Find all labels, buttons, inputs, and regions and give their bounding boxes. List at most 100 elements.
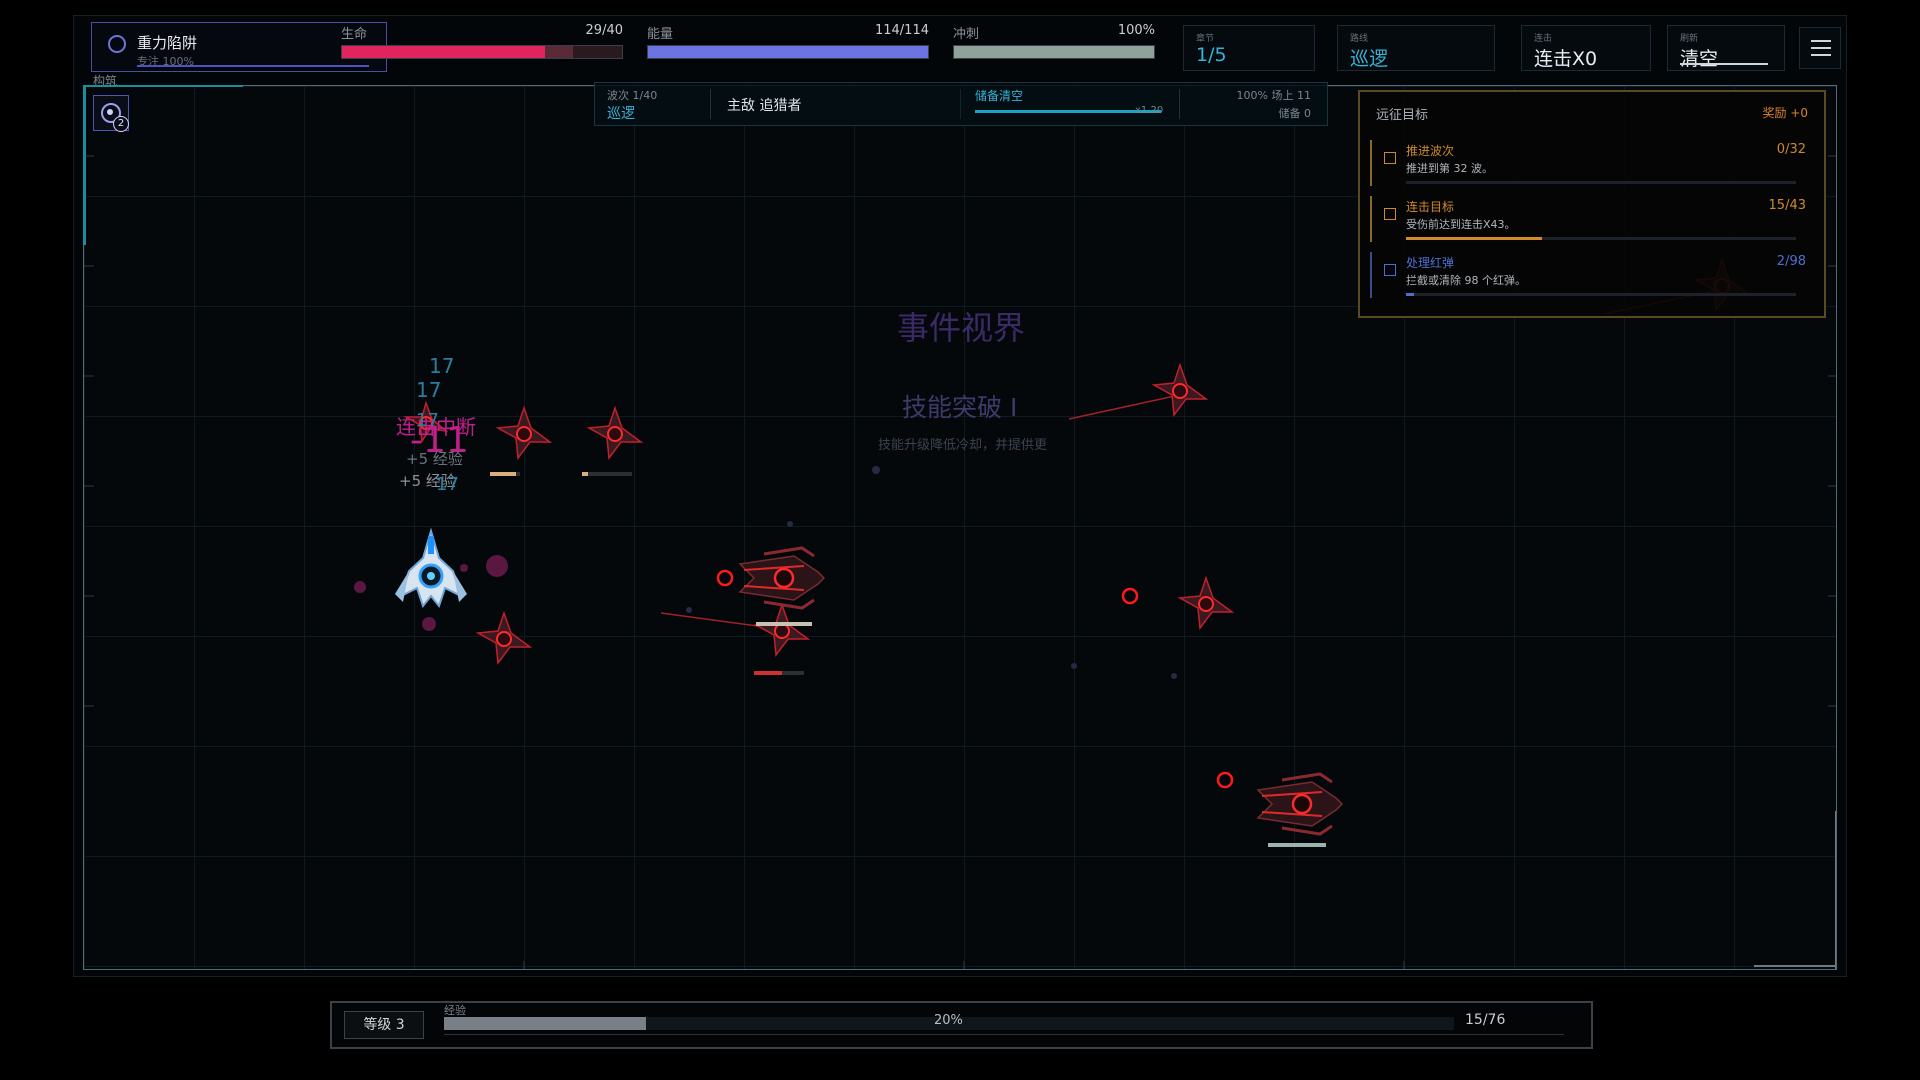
xp-value: 15/76 [1465, 1012, 1506, 1028]
reserve-fill [975, 110, 1161, 113]
xp-percent: 20% [934, 1013, 963, 1028]
enemy-drone-1 [403, 400, 449, 444]
health-fill [342, 46, 545, 58]
health-lag [545, 46, 573, 58]
chapter-value: 1/5 [1196, 44, 1227, 66]
purple-particles [354, 555, 508, 631]
dash-fill [954, 46, 1154, 58]
build-label: 构筑 [93, 74, 118, 88]
energy-track [647, 45, 929, 59]
level-badge: 等级 3 [344, 1011, 424, 1039]
enemy-drone-8 [753, 602, 811, 657]
enemy-drone-3 [586, 405, 644, 460]
route-value: 巡逻 [1350, 48, 1389, 70]
objective-name: 连击目标 [1406, 200, 1455, 214]
xp-track [444, 1017, 1454, 1030]
objectives-title: 远征目标 [1376, 108, 1429, 123]
reserve-status: 储备清空 [975, 89, 1024, 103]
expedition-objectives: 远征目标 奖励 +0 推进波次 推进到第 32 波。 0/32 连击目标 受伤前… [1358, 90, 1826, 318]
arena-top-accent [83, 85, 243, 87]
damage-number: 17 [429, 354, 455, 378]
main-enemy: 主敌 追猎者 [727, 98, 802, 114]
field-count: 100% 场上 11 [1236, 89, 1311, 102]
build-slot[interactable]: 2 [93, 95, 129, 132]
refresh-underline [1680, 63, 1768, 65]
damage-number: 17 [436, 474, 459, 495]
skill-ring-icon [108, 35, 126, 53]
skill-focus: 专注 100% [137, 55, 194, 68]
objective-checkbox [1384, 152, 1396, 164]
health-value: 29/40 [585, 23, 623, 38]
refresh-label: 刷新 [1680, 34, 1699, 44]
reserve-count: 储备 0 [1278, 107, 1312, 120]
red-bullet-3 [1216, 771, 1234, 789]
wave-panel: 波次 1/40 巡逻 主敌 追猎者 储备清空 x1.20 100% 场上 11 … [594, 82, 1328, 126]
dim-particles [686, 466, 1177, 679]
route-label: 路线 [1350, 34, 1369, 44]
combo-value: 连击X0 [1534, 48, 1598, 70]
enemy-drone-5 [1151, 362, 1209, 417]
objective-progress: 15/43 [1768, 198, 1806, 213]
event-title: 事件视界 [897, 309, 1026, 347]
red-bullet-1 [716, 569, 734, 587]
dash-track [953, 45, 1155, 59]
objective-name: 推进波次 [1406, 144, 1455, 158]
energy-label: 能量 [647, 27, 674, 42]
combo-break-text: 连击中断 [396, 415, 476, 439]
enemy-drone-4 [475, 610, 533, 665]
build-count-badge: 2 [113, 116, 129, 132]
drone-3-hp-fill [582, 472, 588, 476]
health-track [341, 45, 623, 59]
combo-label: 连击 [1534, 34, 1553, 44]
player-damage-number: -11 [410, 420, 469, 461]
reserve-track [975, 110, 1161, 113]
objective-checkbox [1384, 208, 1396, 220]
red-bullet-2 [1121, 587, 1139, 605]
arena-left-accent [83, 85, 86, 245]
chaser-ship-2 [1256, 772, 1344, 836]
skill-name: 重力陷阱 [137, 34, 198, 52]
chapter-label: 章节 [1196, 34, 1215, 44]
game-arena[interactable]: 事件视界 技能突破 I 技能升级降低冷却，并提供更 17 17 连击中断 -11… [83, 85, 1837, 970]
wave-multiplier: x1.20 [1135, 105, 1164, 116]
enemy-laser-1 [1068, 393, 1185, 420]
route-stat: 路线 巡逻 [1337, 25, 1495, 71]
objective-desc: 推进到第 32 波。 [1406, 162, 1493, 175]
dash-label: 冲刺 [953, 27, 980, 42]
chaser-1-hp [756, 622, 812, 626]
chapter-stat: 章节 1/5 [1183, 25, 1315, 71]
chaser-2-hp [1268, 843, 1326, 847]
energy-value: 114/114 [874, 23, 929, 38]
damage-number: 17 [416, 378, 442, 402]
enemy-drone-6 [1177, 575, 1235, 630]
damage-number: 17 [416, 410, 439, 431]
menu-button[interactable] [1799, 27, 1841, 69]
objective-item: 推进波次 推进到第 32 波。 0/32 [1370, 140, 1814, 186]
top-hud: 重力陷阱 专注 100% 生命 29/40 能量 114/114 冲刺 100%… [73, 15, 1845, 77]
chaser-ship-1 [738, 546, 826, 610]
objective-progress: 0/32 [1776, 142, 1806, 157]
enemy-drone-2 [495, 405, 553, 460]
objective-checkbox [1384, 264, 1396, 276]
player-ship [395, 527, 467, 609]
objective-progress: 2/98 [1776, 254, 1806, 269]
xp-label: 经验 [444, 1004, 466, 1017]
xp-fill [444, 1017, 646, 1030]
combo-stat: 连击 连击X0 [1521, 25, 1651, 71]
refresh-stat: 刷新 清空 [1667, 25, 1785, 71]
skill-underline [137, 65, 369, 67]
skill-breakthrough: 技能突破 I [902, 393, 1018, 422]
objectives-reward: 奖励 +0 [1762, 106, 1808, 120]
objective-item: 处理红弹 拦截或清除 98 个红弹。 2/98 [1370, 252, 1814, 298]
drone-2-hp-fill [490, 472, 516, 476]
active-skill-slot[interactable]: 重力陷阱 专注 100% [91, 22, 387, 72]
health-label: 生命 [341, 27, 368, 42]
objective-desc: 受伤前达到连击X43。 [1406, 218, 1516, 231]
xp-gain-text: +5 经验 [399, 472, 456, 490]
refresh-value: 清空 [1680, 48, 1719, 70]
wave-route: 巡逻 [607, 106, 635, 122]
drone-3-hp-track [582, 472, 632, 476]
energy-fill [648, 46, 928, 58]
drone-8-hp-fill [754, 671, 782, 675]
objective-item: 连击目标 受伤前达到连击X43。 15/43 [1370, 196, 1814, 242]
